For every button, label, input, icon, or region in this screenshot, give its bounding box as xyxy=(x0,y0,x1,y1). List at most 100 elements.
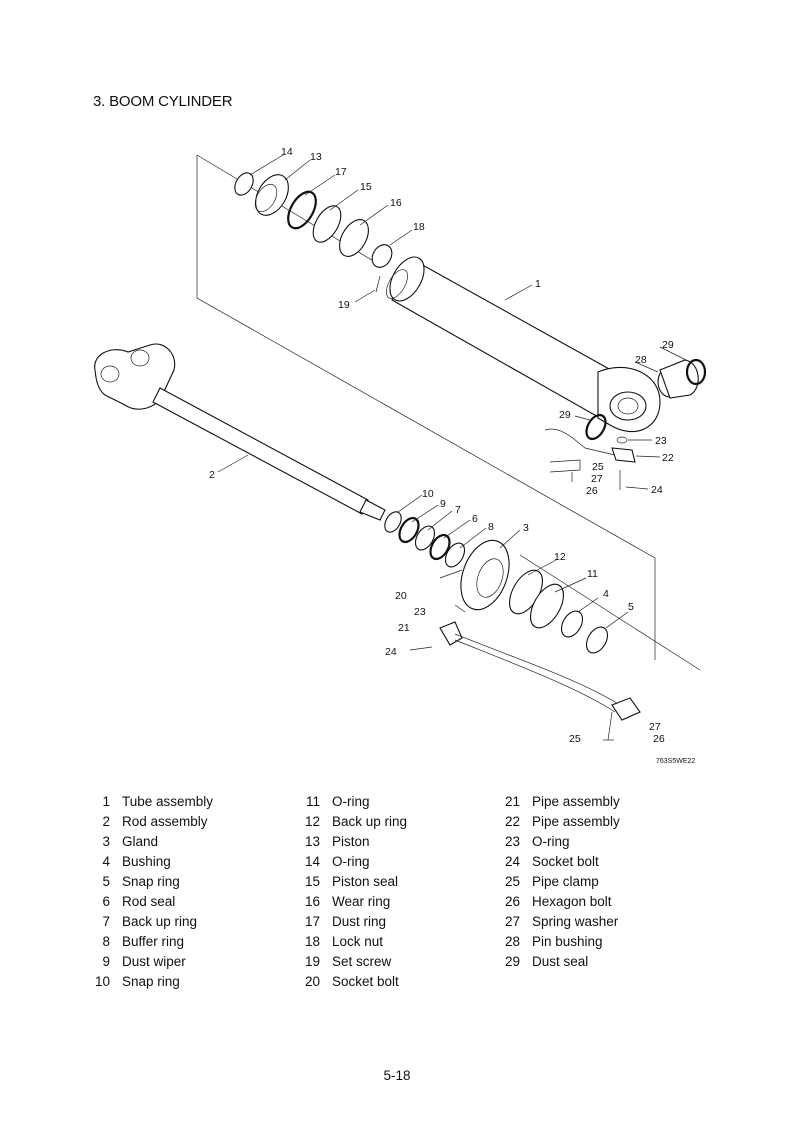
part-name: Rod seal xyxy=(122,894,176,909)
callout-20: 20 xyxy=(395,590,407,602)
callout-27-bottom: 27 xyxy=(649,721,661,733)
gland-seals xyxy=(508,569,609,654)
legend-row: 12 Back up ring xyxy=(292,812,407,832)
part-number: 8 xyxy=(102,934,110,949)
leader-lines xyxy=(217,154,691,629)
callout-6: 6 xyxy=(472,513,478,525)
part-name: Piston seal xyxy=(332,874,399,889)
part-name: Back up ring xyxy=(332,814,408,829)
part-number: 26 xyxy=(504,894,520,909)
legend-row: 28 Pin bushing xyxy=(492,932,620,952)
part-number: 28 xyxy=(504,934,520,949)
part-number: 25 xyxy=(504,874,520,889)
part-number: 17 xyxy=(304,914,320,929)
pin-bushing xyxy=(657,358,707,399)
part-number: 5 xyxy=(102,874,110,889)
callout-8: 8 xyxy=(488,521,494,533)
part-number: 18 xyxy=(304,934,320,949)
part-number: 7 xyxy=(102,914,110,929)
callout-21: 21 xyxy=(398,622,410,634)
part-name: Piston xyxy=(332,834,370,849)
part-name: Pin bushing xyxy=(532,934,603,949)
callout-7: 7 xyxy=(455,504,461,516)
callout-28: 28 xyxy=(635,354,647,366)
part-number: 27 xyxy=(504,914,520,929)
part-name: O-ring xyxy=(332,854,370,869)
legend-row: 3 Gland xyxy=(82,832,213,852)
callout-26-top: 26 xyxy=(586,485,598,497)
part-name: Socket bolt xyxy=(332,974,399,989)
callout-1: 1 xyxy=(535,278,541,290)
part-number: 14 xyxy=(304,854,320,869)
part-number: 16 xyxy=(304,894,320,909)
part-name: Dust wiper xyxy=(122,954,186,969)
part-number: 24 xyxy=(504,854,520,869)
callout-23-bottom: 23 xyxy=(414,606,426,618)
rod-assembly xyxy=(94,343,386,521)
part-number: 21 xyxy=(504,794,520,809)
callout-9: 9 xyxy=(440,498,446,510)
part-name: Snap ring xyxy=(122,974,180,989)
callout-4: 4 xyxy=(603,588,609,600)
legend-row: 10 Snap ring xyxy=(82,972,213,992)
callout-16: 16 xyxy=(390,197,402,209)
piston-parts xyxy=(234,172,393,293)
part-number: 10 xyxy=(94,974,110,989)
part-name: Pipe assembly xyxy=(532,794,620,809)
legend-row: 18 Lock nut xyxy=(292,932,407,952)
legend-row: 21 Pipe assembly xyxy=(492,792,620,812)
legend-row: 24 Socket bolt xyxy=(492,852,620,872)
legend-row: 14 O-ring xyxy=(292,852,407,872)
part-name: Snap ring xyxy=(122,874,180,889)
callout-25-top: 25 xyxy=(592,461,604,473)
tube-assembly xyxy=(386,256,661,433)
part-name: Gland xyxy=(122,834,159,849)
page-number: 5-18 xyxy=(383,1068,411,1083)
callout-13: 13 xyxy=(310,151,322,163)
callout-25-bottom: 25 xyxy=(569,733,581,745)
legend-row: 5 Snap ring xyxy=(82,872,213,892)
part-name: Set screw xyxy=(332,954,392,969)
callout-29-top: 29 xyxy=(662,339,674,351)
callout-labels: 14 13 17 15 16 18 19 1 2 29 28 29 23 22 … xyxy=(209,146,695,765)
pipe-assembly-22 xyxy=(544,413,636,490)
part-number: 12 xyxy=(304,814,320,829)
part-number: 9 xyxy=(102,954,110,969)
legend-row: 8 Buffer ring xyxy=(82,932,213,952)
part-name: O-ring xyxy=(532,834,570,849)
part-name: Socket bolt xyxy=(532,854,599,869)
part-name: O-ring xyxy=(332,794,370,809)
gland xyxy=(439,539,510,613)
callout-10: 10 xyxy=(422,488,434,500)
pipe-assembly-21 xyxy=(409,621,641,741)
callout-23-top: 23 xyxy=(655,435,667,447)
part-number: 3 xyxy=(102,834,110,849)
part-name: Dust ring xyxy=(332,914,387,929)
part-number: 19 xyxy=(304,954,320,969)
part-name: Lock nut xyxy=(332,934,384,949)
callout-22: 22 xyxy=(662,452,674,464)
part-number: 6 xyxy=(102,894,110,909)
callout-11: 11 xyxy=(587,568,598,580)
part-number: 29 xyxy=(504,954,520,969)
callout-15: 15 xyxy=(360,181,372,193)
part-name: Buffer ring xyxy=(122,934,185,949)
callout-14: 14 xyxy=(281,146,293,158)
rod-seals xyxy=(384,511,466,568)
